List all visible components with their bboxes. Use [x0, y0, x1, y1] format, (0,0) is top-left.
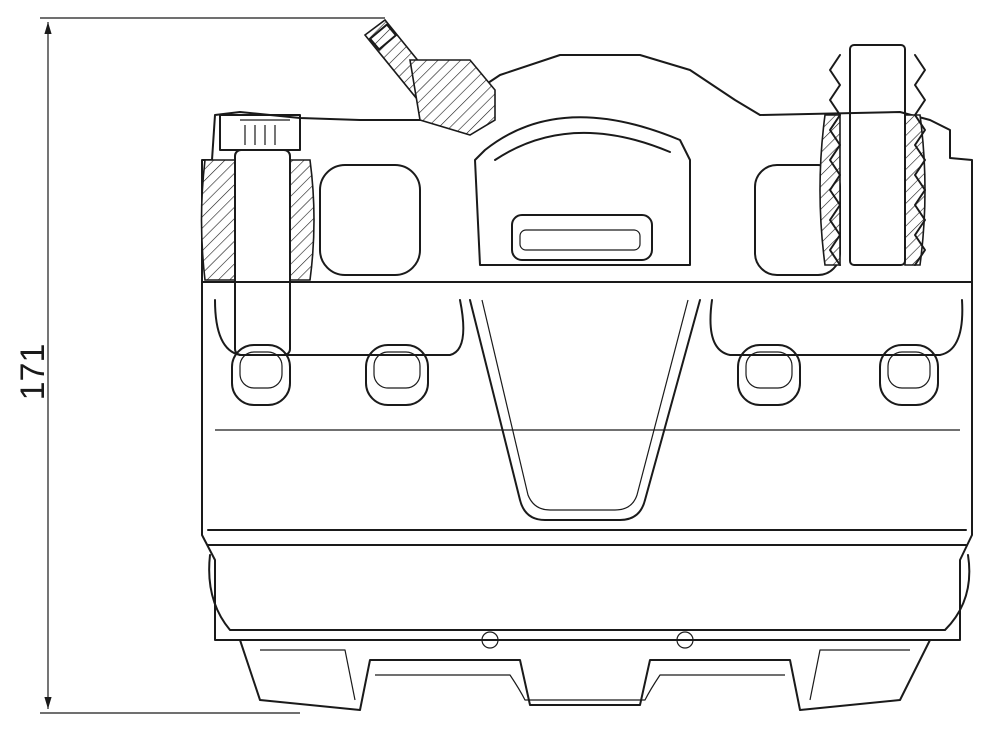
lug-1-inner — [239, 351, 283, 389]
central-v-rib — [469, 299, 701, 521]
mounting-lugs — [214, 299, 964, 406]
lug-2-inner — [373, 351, 421, 389]
left-bore — [319, 164, 421, 276]
arch-center-pad — [511, 214, 653, 261]
arch-center-slot — [519, 229, 641, 251]
central-v-rib-inner — [481, 299, 689, 511]
right-lug-frame — [709, 299, 964, 356]
right-boot-right-bellows — [914, 54, 926, 266]
body-outline — [201, 54, 973, 641]
bleed-screw-tip — [369, 23, 397, 51]
feet-inner-line — [375, 674, 785, 701]
lug-4-inner — [887, 351, 931, 389]
left-hatch-inner — [289, 159, 315, 281]
dimension-label: 171 — [14, 344, 52, 401]
right-piston-section — [754, 44, 926, 276]
lug-2 — [365, 344, 429, 406]
foot-hole-left — [481, 631, 499, 649]
bottom-feet — [239, 631, 931, 711]
left-lug-frame — [214, 299, 465, 356]
left-piston-section — [200, 114, 421, 356]
caliper-body — [201, 54, 973, 641]
lower-bulge — [208, 554, 971, 631]
bleed-screw — [363, 18, 496, 136]
lug-3-inner — [745, 351, 793, 389]
lug-3 — [737, 344, 801, 406]
bleed-screw-boss — [409, 59, 496, 136]
lug-4 — [879, 344, 939, 406]
left-guide-pin — [234, 149, 291, 356]
foot-right-detail — [809, 649, 910, 701]
right-boot-left-bellows — [829, 54, 841, 266]
lug-1 — [231, 344, 291, 406]
height-dimension: 171 — [14, 17, 385, 714]
foot-left-detail — [260, 649, 356, 701]
bridge-arch — [469, 116, 701, 521]
right-guide-pin — [849, 44, 906, 266]
arch-inner — [494, 131, 671, 161]
left-hatch-outer — [200, 159, 236, 281]
left-pin-cap — [219, 114, 301, 151]
arch-outer — [474, 116, 691, 266]
feet-outline — [239, 639, 931, 711]
left-cap-detail — [240, 119, 290, 145]
foot-hole-right — [676, 631, 694, 649]
right-hatch-right — [904, 114, 926, 266]
